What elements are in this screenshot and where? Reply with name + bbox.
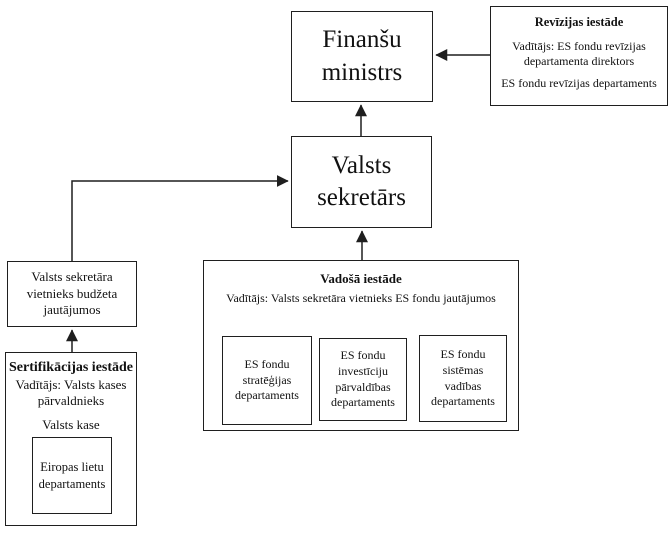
node-valsts-sekretars: Valsts sekretārs [291,136,432,228]
sertifikacijas-iestade-valsts-kase: Valsts kase [42,416,100,432]
sertifikacijas-iestade-vaditajs: Vadītājs: Valsts kases pārvaldnieks [15,377,127,409]
revizijas-iestade-departaments: ES fondu revīzijas departaments [501,76,657,90]
vietnieks-budzeta-label: Valsts sekretāra vietnieks budžeta jautā… [26,268,118,318]
revizijas-iestade-vaditajs: Vadītājs: ES fondu revīzijas departament… [512,39,646,68]
node-es-fondu-investiciju-parvaldibas-departaments: ES fondu investīciju pārvaldības departa… [319,338,407,421]
node-es-fondu-sistemas-vadibas-departaments: ES fondu sistēmas vadības departaments [419,335,507,422]
node-es-fondu-strategijas-departaments: ES fondu stratēģijas departaments [222,336,312,425]
es-fondu-strategijas-departaments-label: ES fondu stratēģijas departaments [235,357,299,403]
finansu-ministrs-label: Finanšu ministrs [321,26,403,86]
node-vietnieks-budzeta: Valsts sekretāra vietnieks budžeta jautā… [7,261,137,327]
valsts-sekretars-label: Valsts sekretārs [317,151,406,212]
node-revizijas-iestade: Revīzijas iestāde Vadītājs: ES fondu rev… [490,6,668,106]
node-vadosa-iestade: Vadošā iestāde Vadītājs: Valsts sekretār… [203,260,519,431]
revizijas-iestade-title: Revīzijas iestāde [534,15,624,29]
node-sertifikacijas-iestade: Sertifikācijas iestāde Vadītājs: Valsts … [5,352,137,526]
eiropas-lietu-departaments-label: Eiropas lietu departaments [38,460,106,491]
vadosa-iestade-title: Vadošā iestāde [320,271,402,286]
es-fondu-investiciju-parvaldibas-departaments-label: ES fondu investīciju pārvaldības departa… [331,348,395,410]
sertifikacijas-iestade-title: Sertifikācijas iestāde [8,360,134,375]
node-finansu-ministrs: Finanšu ministrs [291,11,433,102]
vadosa-iestade-vaditajs: Vadītājs: Valsts sekretāra vietnieks ES … [226,291,496,305]
es-fondu-sistemas-vadibas-departaments-label: ES fondu sistēmas vadības departaments [431,347,495,409]
node-eiropas-lietu-departaments: Eiropas lietu departaments [32,437,112,514]
arrow-vietnieks-to-sekretars [71,175,289,261]
